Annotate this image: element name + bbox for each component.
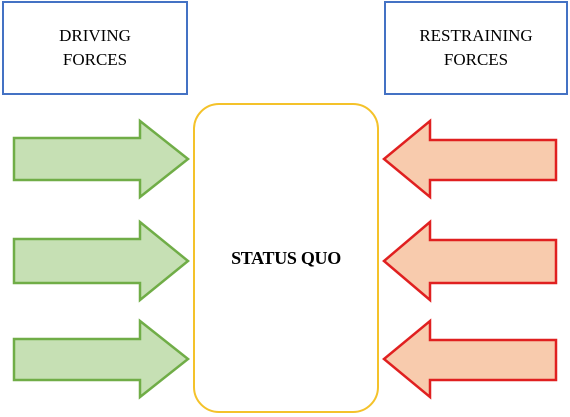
restraining-arrow-1 xyxy=(382,118,558,200)
restraining-arrow-2 xyxy=(382,219,558,303)
restraining-label-line2: FORCES xyxy=(443,50,509,69)
driving-forces-box: DRIVING FORCES xyxy=(2,1,188,95)
status-quo-box: STATUS QUO xyxy=(193,103,379,413)
driving-label-line1: DRIVING xyxy=(59,26,131,45)
driving-label-line2: FORCES xyxy=(62,50,128,69)
driving-arrow-1 xyxy=(12,118,191,200)
restraining-label-line1: RESTRAINING xyxy=(419,26,533,45)
driving-arrow-2 xyxy=(12,219,190,303)
status-quo-label: STATUS QUO xyxy=(231,247,341,268)
restraining-arrow-3 xyxy=(382,318,558,400)
driving-arrow-3 xyxy=(12,318,191,400)
restraining-forces-box: RESTRAINING FORCES xyxy=(384,1,568,95)
